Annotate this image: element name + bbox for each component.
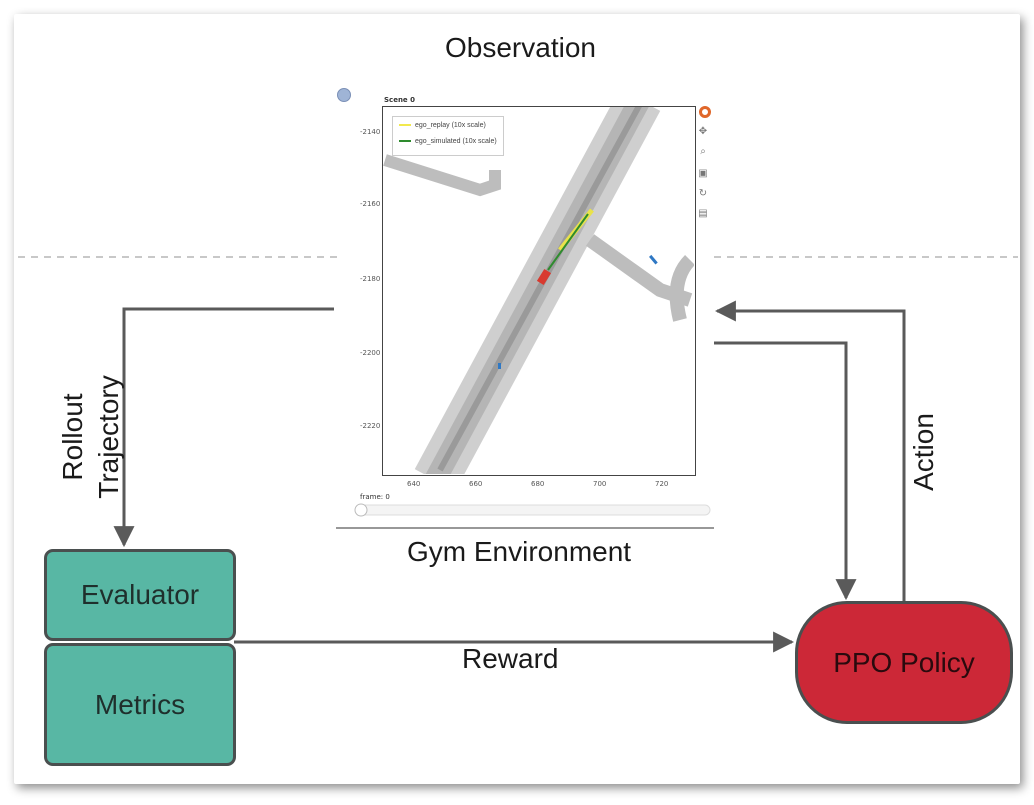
x-tick-0: 640 <box>407 480 421 488</box>
zoom-icon[interactable]: ⌕ <box>700 146 706 157</box>
y-tick-4: -2220 <box>360 422 381 430</box>
gym-environment-label: Gym Environment <box>407 536 632 567</box>
frame-label: frame: 0 <box>360 493 390 501</box>
metrics-box: Metrics <box>44 643 236 766</box>
color-wheel-icon <box>699 106 711 118</box>
rollout-line1: Rollout <box>57 393 88 481</box>
x-tick-2: 680 <box>531 480 545 488</box>
evaluator-box: Evaluator <box>44 549 236 641</box>
rollout-trajectory-label: Rollout Trajectory <box>55 367 129 507</box>
x-tick-4: 720 <box>655 480 669 488</box>
reward-label: Reward <box>462 643 559 674</box>
y-tick-1: -2160 <box>360 200 381 208</box>
road-map <box>383 107 694 474</box>
legend-item-replay: ego_replay (10x scale) <box>393 117 503 133</box>
legend-label-simulated: ego_simulated (10x scale) <box>415 137 497 145</box>
action-arrow <box>714 300 906 601</box>
legend-item-simulated: ego_simulated (10x scale) <box>393 133 503 149</box>
action-label: Action <box>908 413 939 491</box>
user-icon <box>337 88 351 102</box>
frame-slider-handle[interactable] <box>354 503 368 517</box>
y-tick-3: -2200 <box>360 349 381 357</box>
ppo-policy-box: PPO Policy <box>795 601 1013 724</box>
x-tick-3: 700 <box>593 480 607 488</box>
hover-icon[interactable]: ▤ <box>698 208 708 219</box>
rollout-line2: Trajectory <box>93 375 124 499</box>
observation-to-policy-arrow <box>714 341 857 601</box>
legend-label-replay: ego_replay (10x scale) <box>415 121 486 129</box>
plot-legend: ego_replay (10x scale) ego_simulated (10… <box>392 116 504 156</box>
y-tick-0: -2140 <box>360 128 381 136</box>
y-tick-2: -2180 <box>360 275 381 283</box>
legend-swatch-simulated <box>399 140 411 142</box>
legend-swatch-replay <box>399 124 411 126</box>
observation-plot <box>382 106 696 476</box>
x-tick-1: 660 <box>469 480 483 488</box>
rollout-arrow <box>113 307 334 548</box>
pan-icon[interactable]: ✥ <box>698 126 708 137</box>
save-icon[interactable]: ▣ <box>698 168 708 179</box>
reset-icon[interactable]: ↻ <box>698 188 708 199</box>
frame-slider-track[interactable] <box>357 504 711 516</box>
observation-label: Observation <box>445 32 596 63</box>
scene-title: Scene 0 <box>384 96 415 104</box>
